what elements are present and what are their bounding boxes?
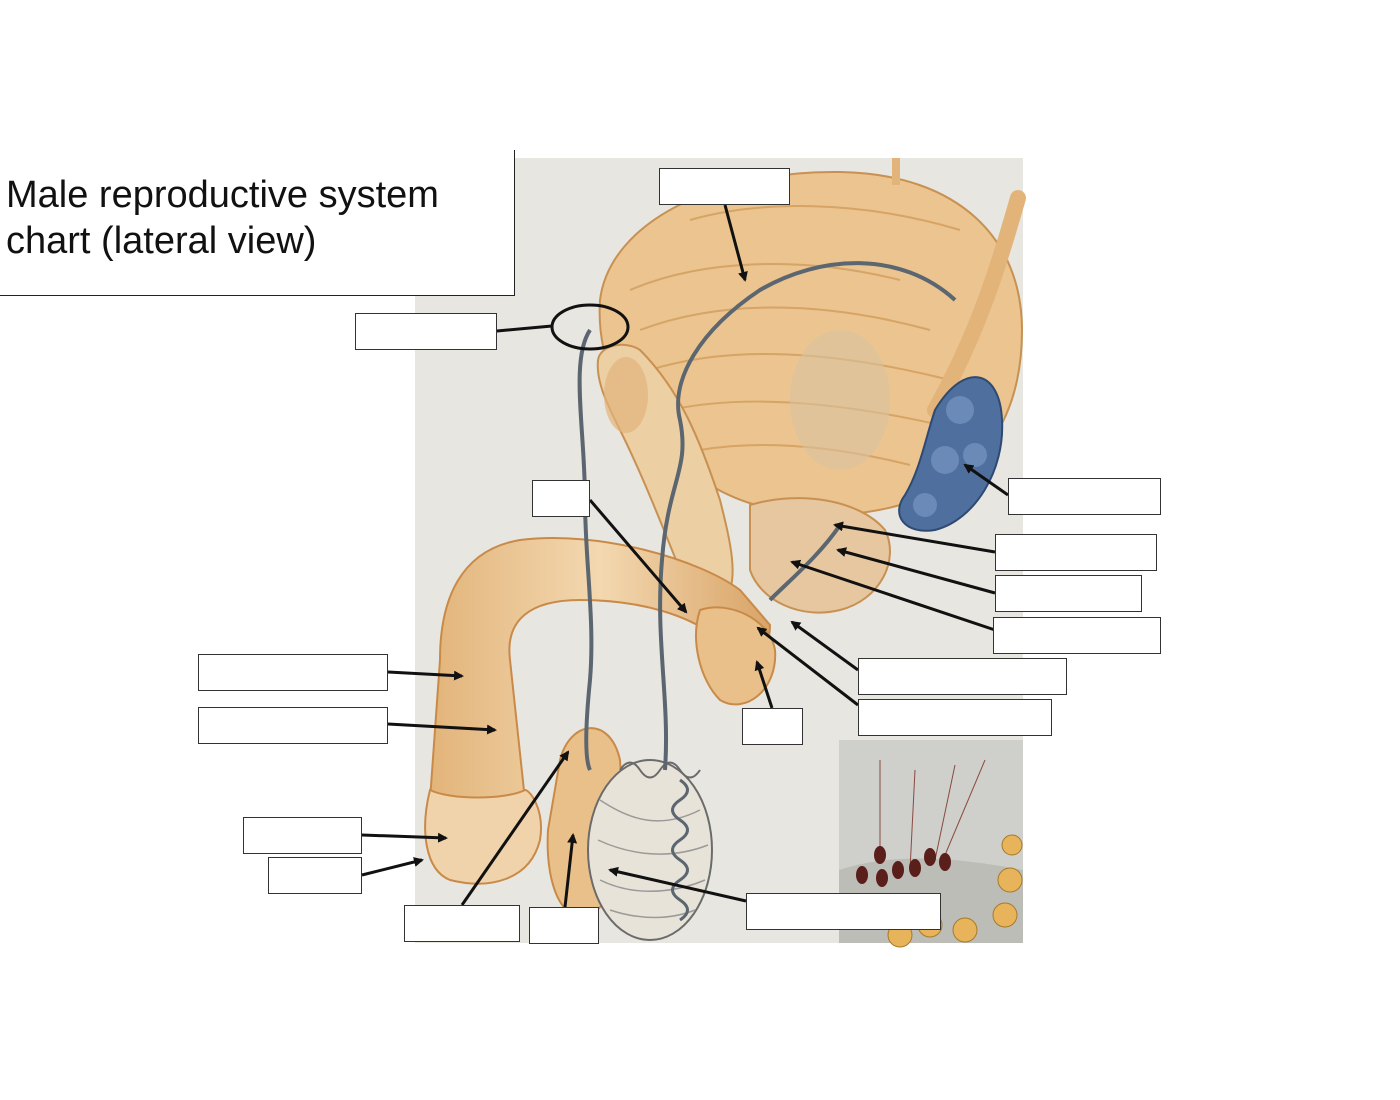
ureter (927, 190, 1026, 418)
label-box-right-1[interactable] (995, 534, 1157, 571)
spermatic-cord-duct (577, 328, 594, 771)
label-box-right-4[interactable] (858, 658, 1067, 695)
leader-lines (361, 204, 1009, 908)
chart-title: Male reproductive system chart (lateral … (6, 172, 506, 264)
prostate (749, 497, 891, 614)
testis (587, 759, 713, 941)
leader-small-mid (588, 499, 688, 614)
label-box-glans-2[interactable] (268, 857, 362, 894)
label-box-shaft-1[interactable] (198, 654, 388, 691)
label-box-small-bulb[interactable] (742, 708, 803, 745)
leader-loop (496, 324, 553, 333)
leader-right-4 (790, 620, 859, 672)
leader-right-5 (756, 626, 859, 707)
label-box-loop[interactable] (355, 313, 497, 350)
label-box-epididymis[interactable] (404, 905, 520, 942)
leader-glans-2 (361, 857, 424, 877)
leader-seminal (963, 463, 1009, 497)
title-line-1: Male reproductive system (6, 174, 439, 216)
label-box-vas-top[interactable] (659, 168, 790, 205)
leader-right-1 (833, 521, 996, 554)
ductus-deferens (658, 261, 957, 771)
leader-vas-top (723, 204, 748, 282)
pubic-bone (596, 343, 734, 602)
leader-small-bulb (754, 660, 774, 709)
label-box-right-5[interactable] (858, 699, 1052, 736)
label-box-glans-1[interactable] (243, 817, 362, 854)
leader-shaft-1 (387, 670, 464, 681)
label-box-testis[interactable] (746, 893, 941, 930)
leader-glans-1 (361, 832, 448, 843)
label-box-seminal-vesicle[interactable] (1008, 478, 1161, 515)
leader-epididymis (460, 750, 570, 906)
seminal-vesicle (898, 376, 1004, 532)
title-box: Male reproductive system chart (lateral … (0, 150, 515, 296)
leader-right-2 (836, 547, 996, 595)
label-box-right-3[interactable] (993, 617, 1161, 654)
bladder (598, 170, 1024, 516)
leader-right-3 (790, 559, 996, 632)
label-box-testis-small[interactable] (529, 907, 599, 944)
leader-testis-small (563, 833, 578, 908)
label-box-shaft-2[interactable] (198, 707, 388, 744)
title-line-2: chart (lateral view) (6, 220, 317, 262)
leader-testis (608, 866, 747, 903)
label-box-small-mid[interactable] (532, 480, 590, 517)
leader-shaft-2 (387, 722, 497, 735)
label-box-right-2[interactable] (995, 575, 1142, 612)
